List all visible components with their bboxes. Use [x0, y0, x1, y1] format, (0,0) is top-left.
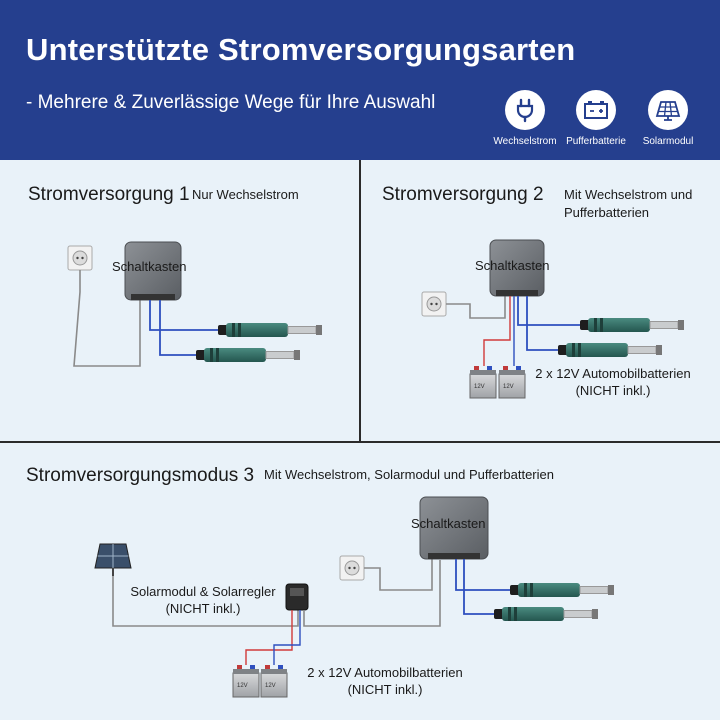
ac-power-feature: Wechselstrom [485, 90, 565, 147]
section3-box-label: Schaltkasten [411, 516, 486, 531]
section3-title: Stromversorgungsmodus 3 [26, 465, 255, 486]
battery-voltage-3b: 12V [265, 683, 276, 689]
motor-cable-3a [455, 559, 510, 591]
battery-cable-blue-3 [273, 610, 301, 665]
section2-battery-line1: 2 x 12V Automobilbatterien [535, 366, 691, 381]
ac-cable-1 [73, 270, 141, 367]
actuator-1b [195, 347, 301, 363]
solar-panel [94, 543, 132, 576]
section3-battery-line2: (NICHT inkl.) [347, 682, 423, 697]
controller-cable [303, 560, 441, 627]
battery-2b [498, 365, 526, 399]
section2-title: Stromversorgung 2 [382, 184, 544, 205]
motor-cable-3b [463, 559, 494, 615]
battery-voltage-2a: 12V [474, 384, 485, 390]
battery-feature: Pufferbatterie [556, 90, 636, 147]
battery-voltage-2b: 12V [503, 384, 514, 390]
section3-battery-line1: 2 x 12V Automobilbatterien [307, 665, 463, 680]
battery-3b [260, 664, 288, 698]
section2-box-label: Schaltkasten [475, 258, 550, 273]
section2-subtitle-line2: Pufferbatterien [564, 205, 650, 220]
section1-box-label: Schaltkasten [112, 259, 187, 274]
motor-cable-1a [149, 300, 218, 331]
battery-voltage-3a: 12V [237, 683, 248, 689]
battery-3a [232, 664, 260, 698]
ac-cable-3 [364, 556, 433, 591]
section3-subtitle: Mit Wechselstrom, Solarmodul und Pufferb… [264, 467, 554, 482]
solar-controller [285, 583, 309, 611]
section2-subtitle-line1: Mit Wechselstrom und [564, 187, 693, 202]
actuator-3a [509, 582, 615, 598]
solar-panel-icon [648, 90, 688, 130]
solar-cable [112, 576, 299, 627]
battery-cable-red-3 [245, 610, 293, 665]
plug-icon [505, 90, 545, 130]
battery-icon [576, 90, 616, 130]
section2-diagram [421, 239, 685, 399]
section2-battery-label: 2 x 12V Automobilbatterien (NICHT inkl.) [533, 365, 693, 399]
section2-battery-line2: (NICHT inkl.) [575, 383, 651, 398]
vertical-divider [359, 160, 361, 442]
battery-label: Pufferbatterie [566, 136, 626, 147]
actuator-3b [493, 606, 599, 622]
actuator-2a [579, 317, 685, 333]
ac-power-label: Wechselstrom [493, 136, 557, 147]
section1-title: Stromversorgung 1 [28, 184, 190, 205]
section3-solar-label: Solarmodul & Solarregler (NICHT inkl.) [118, 583, 288, 617]
section3-diagram [94, 496, 615, 698]
section3-battery-label: 2 x 12V Automobilbatterien (NICHT inkl.) [300, 664, 470, 698]
header-banner: Unterstützte Stromversorgungsarten - Meh… [0, 0, 720, 160]
section1-subtitle: Nur Wechselstrom [192, 187, 299, 202]
motor-cable-2a [517, 296, 580, 326]
actuator-2b [557, 342, 663, 358]
wall-outlet-2 [421, 291, 447, 317]
section2-subtitle: Mit Wechselstrom und Pufferbatterien [564, 186, 692, 222]
section3-solar-line1: Solarmodul & Solarregler [130, 584, 276, 599]
wall-outlet-3 [339, 555, 365, 581]
motor-cable-2b [526, 296, 558, 351]
ac-cable-2 [446, 294, 506, 319]
page-title: Unterstützte Stromversorgungsarten [26, 32, 576, 67]
page-subtitle: - Mehrere & Zuverlässige Wege für Ihre A… [26, 92, 436, 113]
battery-cable-red-2 [483, 296, 511, 366]
solar-feature: Solarmodul [628, 90, 708, 147]
wall-outlet-1 [67, 245, 93, 271]
battery-2a [469, 365, 497, 399]
solar-label: Solarmodul [642, 136, 694, 147]
actuator-1a [217, 322, 323, 338]
motor-cable-1b [159, 300, 196, 356]
section1-diagram [67, 241, 323, 367]
section3-solar-line2: (NICHT inkl.) [165, 601, 241, 616]
horizontal-divider [0, 441, 720, 443]
